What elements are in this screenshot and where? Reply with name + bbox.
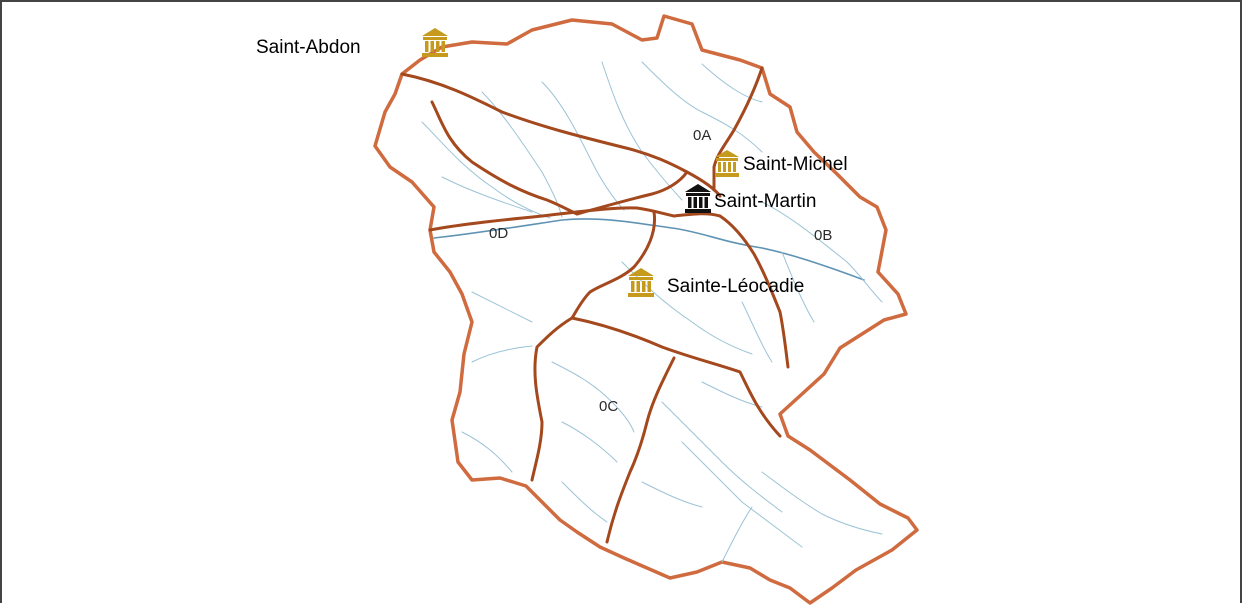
boundary-north-road — [400, 72, 722, 198]
stream — [441, 176, 533, 213]
sector-label-0d: 0D — [489, 225, 508, 242]
commune-outline — [373, 14, 919, 605]
boundary-0c-west — [530, 316, 574, 482]
stream — [781, 251, 815, 323]
church-icon[interactable] — [685, 184, 711, 213]
stream — [721, 506, 753, 563]
main-river — [433, 218, 865, 281]
place-label-saint-michel[interactable]: Saint-Michel — [743, 154, 848, 175]
stream — [561, 421, 618, 463]
place-label-saint-abdon[interactable]: Saint-Abdon — [256, 37, 361, 58]
stream — [471, 345, 533, 363]
stream — [761, 471, 883, 535]
stream — [421, 121, 551, 219]
place-label-saint-martin[interactable]: Saint-Martin — [714, 191, 816, 212]
stream — [461, 431, 513, 473]
boundary-0c-top — [570, 316, 782, 438]
sector-label-0b: 0B — [814, 227, 832, 244]
church-icon[interactable] — [715, 150, 739, 177]
stream — [701, 63, 763, 103]
church-icon[interactable] — [628, 268, 654, 297]
stream — [761, 201, 883, 303]
stream — [741, 301, 773, 363]
stream — [641, 61, 763, 153]
stream — [561, 481, 608, 523]
boundary-0d-north — [428, 206, 722, 232]
boundary-0b-west — [718, 214, 790, 369]
boundary-northwest — [430, 100, 579, 216]
stream — [551, 361, 635, 433]
sector-label-0a: 0A — [693, 127, 711, 144]
boundary-0a-west — [575, 170, 689, 216]
stream — [471, 291, 533, 323]
church-icon[interactable] — [422, 28, 448, 57]
stream — [541, 81, 625, 211]
boundary-center-ne — [570, 210, 657, 320]
boundary-0c-east — [605, 356, 676, 544]
sector-boundaries — [400, 66, 790, 544]
stream — [641, 481, 703, 508]
stream — [661, 401, 783, 513]
stream — [681, 441, 803, 548]
place-label-sainte-leocadie[interactable]: Sainte-Léocadie — [667, 276, 804, 297]
sector-label-0c: 0C — [599, 398, 618, 415]
